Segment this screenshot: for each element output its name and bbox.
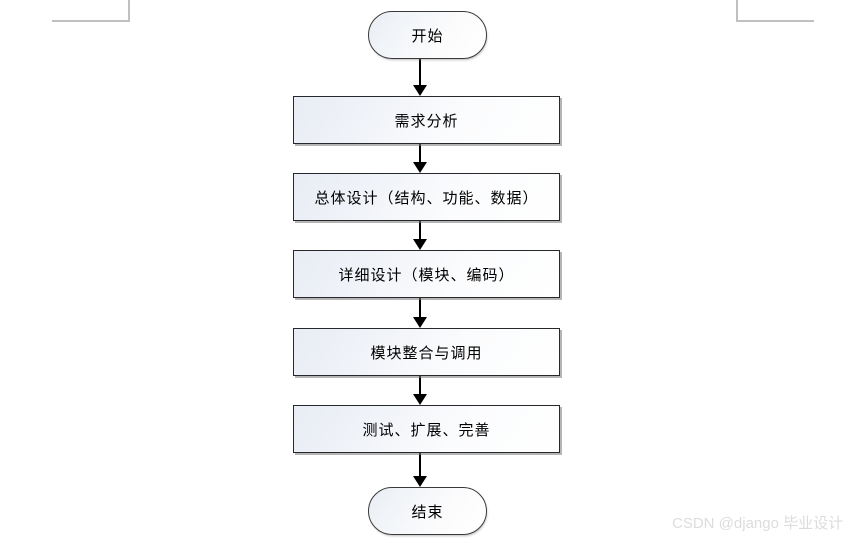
arrowhead-icon xyxy=(413,317,427,328)
flow-node-end[interactable]: 结束 xyxy=(368,487,487,535)
crop-mark-vertical-line xyxy=(736,0,738,21)
crop-mark-horizontal-line xyxy=(736,20,814,22)
crop-mark-horizontal-line xyxy=(52,20,130,22)
csdn-watermark: CSDN @django 毕业设计 xyxy=(672,515,844,532)
arrow-shaft xyxy=(419,298,421,318)
flow-arrow-start-to-req xyxy=(410,59,430,96)
flow-node-req[interactable]: 需求分析 xyxy=(293,96,560,144)
flow-arrow-test-to-end xyxy=(410,453,430,487)
arrow-shaft xyxy=(419,453,421,477)
arrowhead-icon xyxy=(413,394,427,405)
flow-node-test[interactable]: 测试、扩展、完善 xyxy=(293,405,560,453)
flow-node-label: 测试、扩展、完善 xyxy=(362,421,491,439)
crop-mark-vertical-line xyxy=(128,0,130,21)
arrow-shaft xyxy=(419,59,421,86)
flow-node-label: 结束 xyxy=(411,503,444,521)
flow-node-overall[interactable]: 总体设计（结构、功能、数据） xyxy=(293,173,560,221)
arrow-shaft xyxy=(419,221,421,240)
flow-arrow-req-to-overall xyxy=(410,144,430,173)
flow-node-detail[interactable]: 详细设计（模块、编码） xyxy=(293,250,560,298)
arrow-shaft xyxy=(419,376,421,395)
arrowhead-icon xyxy=(413,476,427,487)
flow-node-label: 需求分析 xyxy=(394,112,459,130)
flow-node-label: 开始 xyxy=(411,27,444,45)
flow-arrow-overall-to-detail xyxy=(410,221,430,250)
flow-node-label: 总体设计（结构、功能、数据） xyxy=(314,189,539,207)
flow-node-label: 详细设计（模块、编码） xyxy=(338,266,515,284)
arrow-shaft xyxy=(419,144,421,163)
arrowhead-icon xyxy=(413,239,427,250)
arrowhead-icon xyxy=(413,162,427,173)
arrowhead-icon xyxy=(413,85,427,96)
flow-arrow-integrate-to-test xyxy=(410,376,430,405)
flow-node-start[interactable]: 开始 xyxy=(368,11,487,59)
flow-node-label: 模块整合与调用 xyxy=(370,344,483,362)
flow-node-integrate[interactable]: 模块整合与调用 xyxy=(293,328,560,376)
flow-arrow-detail-to-integrate xyxy=(410,298,430,328)
